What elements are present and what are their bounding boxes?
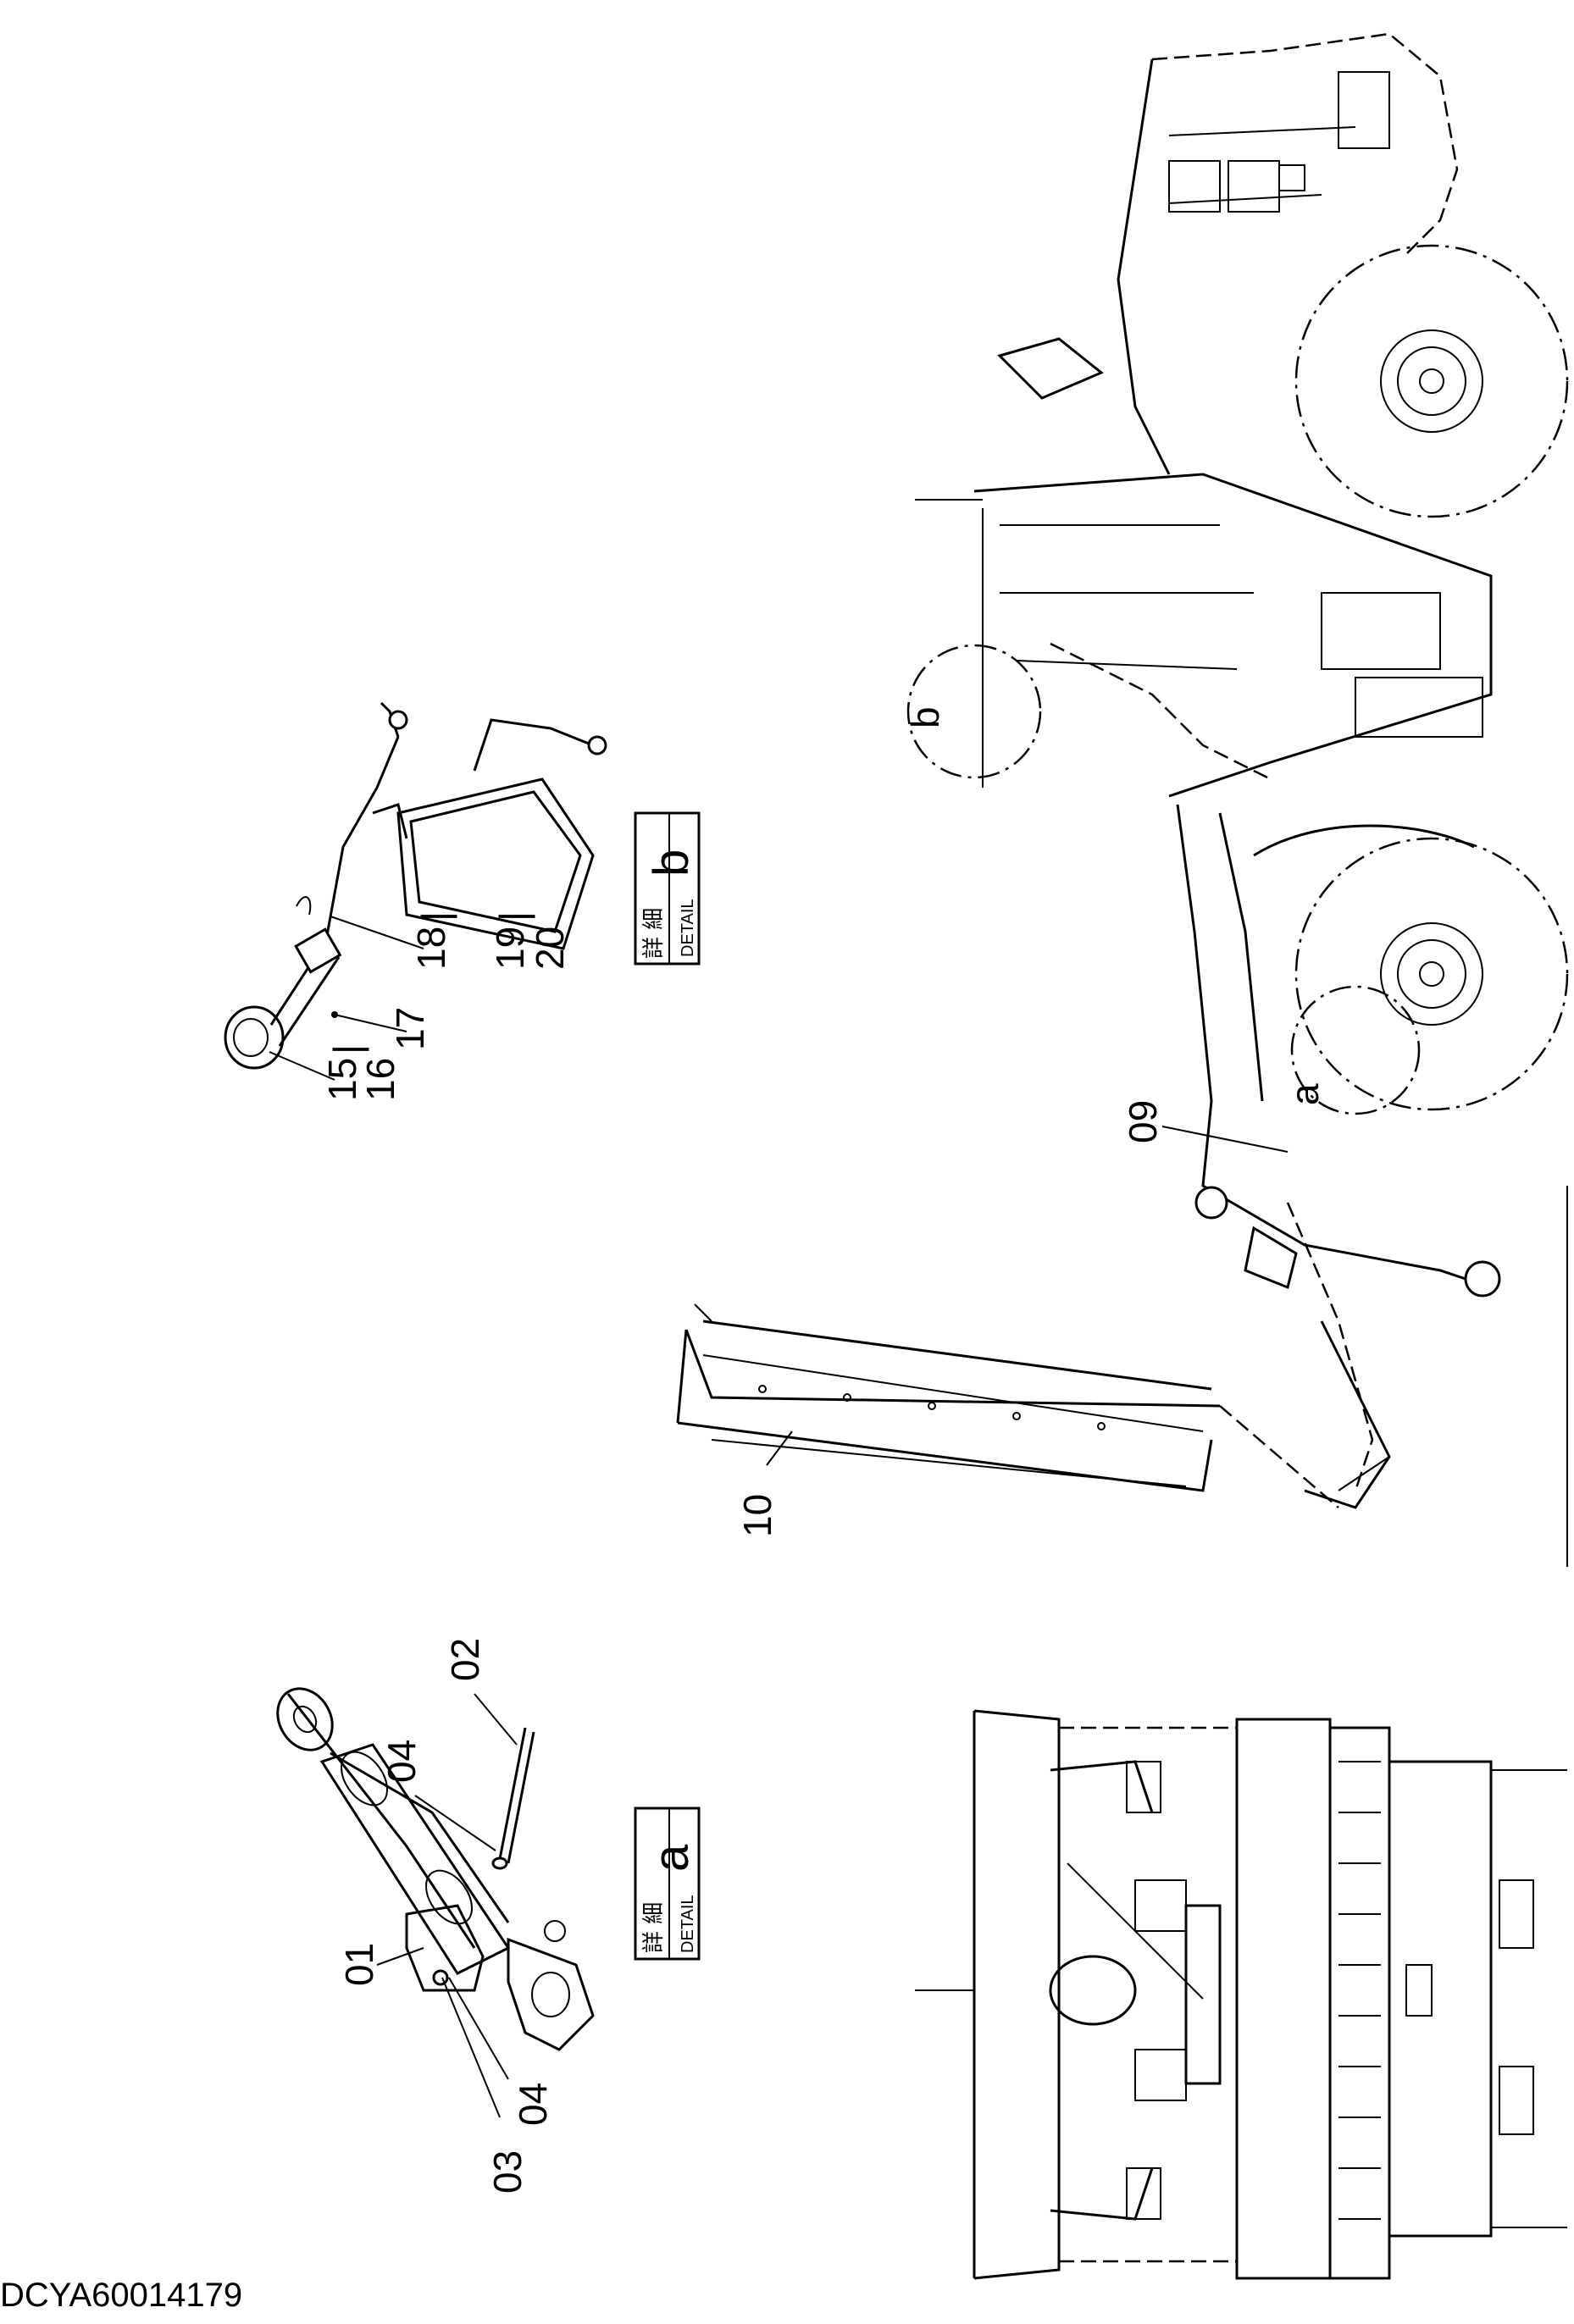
callout-03-label: 03 <box>485 2150 529 2194</box>
callout-19-separator: | <box>491 911 535 921</box>
detail-a-label: 詳 細 DETAIL a <box>634 1807 701 1961</box>
callout-02-label: 02 <box>443 1638 487 1681</box>
callout-18-separator: | <box>413 911 457 921</box>
detail-a-jp: 詳 細 <box>641 1902 667 1953</box>
detail-b-drawing <box>224 701 607 1070</box>
document-code: DCYA60014179 <box>0 2277 243 2314</box>
machine-side-view <box>676 32 1569 1567</box>
callout-16-label: 16 <box>358 1058 402 1101</box>
view-marker-b-label: b <box>903 706 947 728</box>
callout-09: 09 <box>1121 1100 1289 1153</box>
view-marker-a-label: a <box>1283 1083 1327 1105</box>
callout-15-label: 15 <box>320 1058 364 1101</box>
callout-17: 17 <box>331 1007 432 1050</box>
detail-b-en: DETAIL <box>679 899 697 957</box>
detail-a-en: DETAIL <box>679 1895 697 1953</box>
callout-19-label: 19 <box>488 927 532 970</box>
callout-09-label: 09 <box>1121 1100 1165 1143</box>
callout-03: 03 <box>441 1977 529 2194</box>
detail-b-letter: b <box>644 849 699 877</box>
callout-10: 10 <box>735 1430 793 1537</box>
callout-17-label: 17 <box>388 1007 432 1050</box>
callout-15-separator: | <box>325 1044 369 1054</box>
callout-18-label: 18 <box>409 927 453 970</box>
detail-a-letter: a <box>644 1844 699 1872</box>
detail-a-drawing <box>276 1687 595 2051</box>
callout-15-16: 15 | 16 <box>269 1044 402 1101</box>
callout-10-label: 10 <box>735 1494 779 1537</box>
callout-01: 01 <box>337 1943 424 1986</box>
callout-04-upper: 04 <box>380 1740 496 1851</box>
detail-b-jp: 詳 細 <box>641 908 667 959</box>
machine-front-view <box>915 1709 1567 2280</box>
view-marker-a: a <box>1283 985 1421 1115</box>
callout-04-lower: 04 <box>448 1977 555 2126</box>
callout-02: 02 <box>443 1638 518 1746</box>
callout-18-19-20: 18 | 19 | 20 <box>330 911 572 970</box>
callout-01-label: 01 <box>337 1943 381 1986</box>
callout-04-lower-label: 04 <box>511 2083 555 2126</box>
callout-20-label: 20 <box>528 927 572 970</box>
detail-b-label: 詳 細 DETAIL b <box>634 811 701 966</box>
callout-04-upper-label: 04 <box>380 1740 424 1783</box>
view-marker-b: b <box>903 644 1042 779</box>
